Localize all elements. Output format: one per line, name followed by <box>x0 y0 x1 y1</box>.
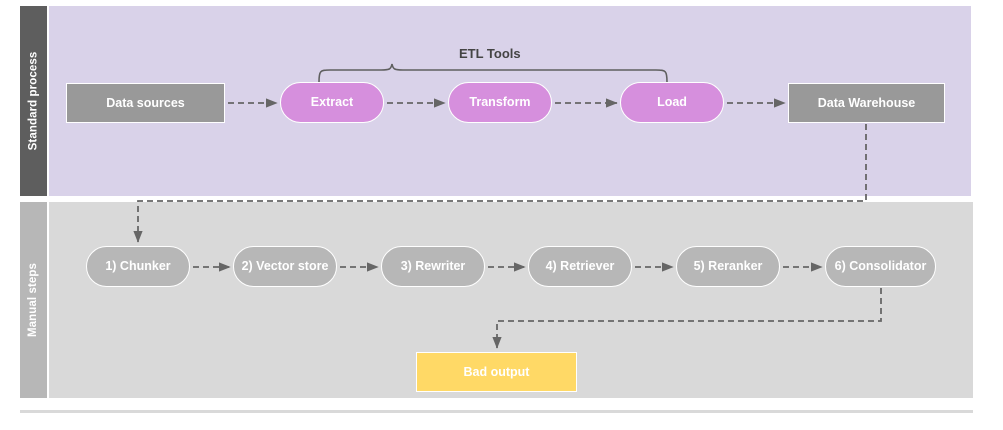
node-bad-output[interactable]: Bad output <box>416 352 577 392</box>
node-load[interactable]: Load <box>620 82 724 123</box>
node-retriever[interactable]: 4) Retriever <box>528 246 632 287</box>
node-consolidator[interactable]: 6) Consolidator <box>825 246 936 287</box>
connector-consolidator-to-bad-output <box>492 288 882 349</box>
node-transform[interactable]: Transform <box>448 82 552 123</box>
lane-header-manual-steps: Manual steps <box>20 202 47 398</box>
etl-tools-label: ETL Tools <box>459 46 521 61</box>
node-load-label: Load <box>657 95 687 110</box>
node-consolidator-label: 6) Consolidator <box>834 259 927 274</box>
etl-tools-brace <box>318 63 668 83</box>
node-vector-store[interactable]: 2) Vector store <box>233 246 337 287</box>
node-chunker-label: 1) Chunker <box>105 259 171 274</box>
node-data-warehouse-label: Data Warehouse <box>817 95 916 110</box>
node-retriever-label: 4) Retriever <box>545 259 615 274</box>
node-transform-label: Transform <box>469 95 531 110</box>
node-bad-output-label: Bad output <box>463 364 530 379</box>
node-data-warehouse[interactable]: Data Warehouse <box>788 83 945 123</box>
node-rewriter[interactable]: 3) Rewriter <box>381 246 485 287</box>
node-extract-label: Extract <box>310 95 354 110</box>
node-data-sources[interactable]: Data sources <box>66 83 225 123</box>
node-reranker[interactable]: 5) Reranker <box>676 246 780 287</box>
node-chunker[interactable]: 1) Chunker <box>86 246 190 287</box>
node-reranker-label: 5) Reranker <box>693 259 763 274</box>
bottom-divider <box>20 410 973 413</box>
node-vector-store-label: 2) Vector store <box>241 259 329 274</box>
lane-header-standard-process: Standard process <box>20 6 47 196</box>
node-data-sources-label: Data sources <box>106 95 185 110</box>
node-extract[interactable]: Extract <box>280 82 384 123</box>
connector-data-warehouse-to-chunker <box>133 124 867 243</box>
node-rewriter-label: 3) Rewriter <box>400 259 466 274</box>
